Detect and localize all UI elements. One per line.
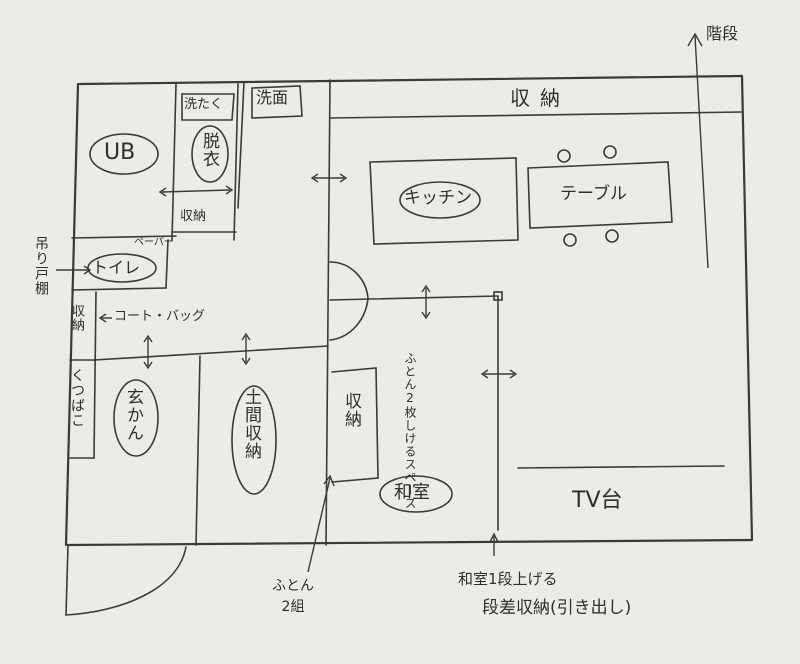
washbasin-label: 洗面 — [256, 88, 289, 107]
kitchen-label: キッチン — [404, 188, 472, 208]
outer-wall-right — [740, 74, 754, 542]
wall-toilet-right — [165, 239, 169, 289]
paper-label: ペーパー — [134, 237, 174, 248]
kitchen-counter — [369, 157, 519, 245]
entrance-door-arc — [65, 546, 187, 616]
outer-wall-left — [64, 82, 80, 547]
wall-bath-bottom — [71, 235, 177, 239]
step-storage-note: 段差収納(引き出し) — [482, 598, 632, 618]
tv-stand-label: TV台 — [572, 488, 623, 513]
unit-bath-label: UB — [104, 140, 136, 165]
chair — [563, 233, 577, 247]
washitsu-storage-label: 収納 — [341, 392, 361, 428]
stairs-arrow — [694, 35, 709, 269]
storage-arrow — [161, 189, 231, 193]
coat-bag-label: コート・バッグ — [114, 309, 206, 324]
kitchen-oval — [399, 181, 481, 219]
outer-wall-top — [78, 74, 744, 86]
wall-toilet-bottom — [71, 287, 167, 291]
futon-space-label: ふとん2枚しけるスペース — [403, 352, 417, 510]
hanging-cabinet-label: 吊り戸棚 — [33, 236, 49, 296]
chair — [605, 229, 619, 243]
storage-small-label: 収納 — [180, 209, 207, 224]
wall-coat-right — [93, 291, 97, 459]
ub-oval — [89, 133, 159, 175]
wall-corridor-right — [325, 79, 331, 546]
washitsu-storage-box — [331, 367, 379, 483]
undressing-oval — [191, 125, 229, 183]
wall-washitsu-top — [329, 295, 499, 301]
storage-top-line — [329, 111, 743, 119]
doma-storage-label: 土間収納 — [241, 388, 261, 460]
entrance-oval — [113, 379, 159, 457]
wall-corridor-left — [237, 81, 245, 209]
washbasin-box — [251, 85, 303, 119]
chair — [603, 145, 617, 159]
futon-sets-label: ふとん 2組 — [272, 578, 314, 615]
wall-laundry-right — [233, 83, 239, 241]
wall-entrance-top — [93, 345, 329, 361]
corner-post — [493, 291, 503, 301]
doma-storage-oval — [231, 385, 277, 495]
table-label: テーブル — [560, 184, 627, 204]
stairs-arrow-head — [687, 32, 703, 47]
futon-arrow — [307, 477, 331, 573]
storage-top-label: 収納 — [510, 86, 570, 110]
shoes-label: くつばこ — [69, 368, 85, 428]
toilet-label: トイレ — [92, 258, 141, 277]
entrance-door-line — [65, 544, 69, 616]
raise-note: 和室1段上げる — [458, 570, 558, 588]
washitsu-oval — [379, 475, 453, 513]
tv-stand-line — [517, 465, 725, 469]
laundry-label: 洗たく — [184, 97, 224, 112]
storage-left-label: 収納 — [69, 304, 84, 332]
door-swing — [329, 261, 369, 341]
toilet-oval — [87, 253, 157, 283]
stairs-label: 階段 — [706, 24, 739, 43]
wall-entrance-divider — [195, 355, 201, 546]
outer-wall-bottom — [66, 538, 754, 547]
chair — [557, 149, 571, 163]
undressing-label: 脱衣 — [199, 132, 219, 168]
entrance-label: 玄かん — [123, 388, 143, 442]
laundry-box — [181, 93, 235, 121]
wall-bath-right — [171, 83, 177, 241]
dining-table — [527, 161, 673, 229]
washitsu-label: 和室 — [394, 482, 430, 503]
